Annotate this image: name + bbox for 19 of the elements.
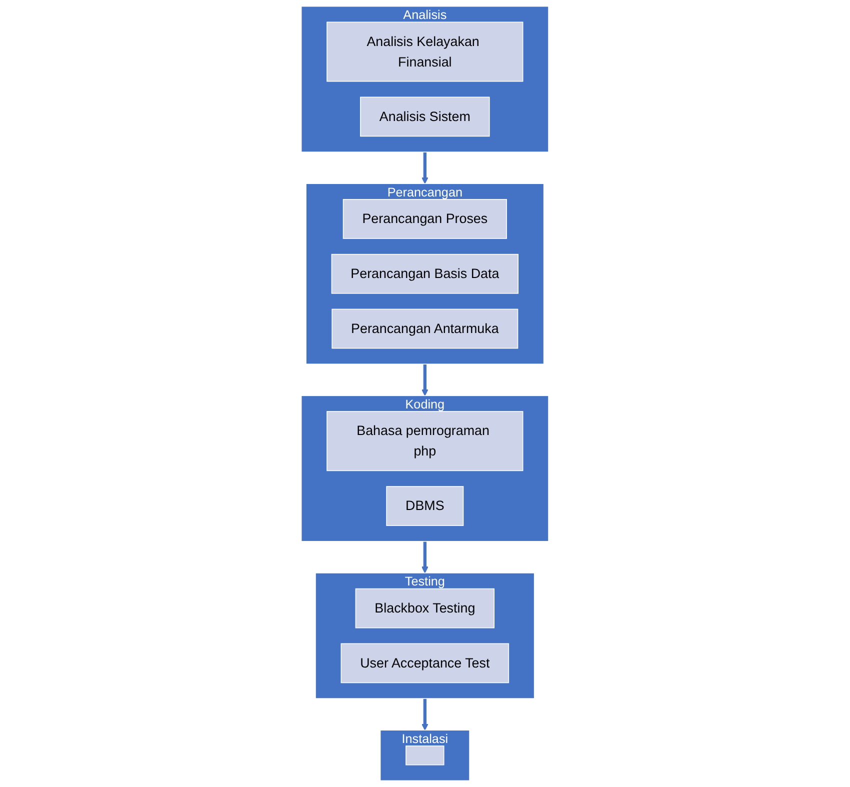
stage-title: Instalasi <box>402 732 448 746</box>
arrow <box>422 698 428 730</box>
process-box: User Acceptance Test <box>340 643 510 684</box>
arrow <box>422 541 428 574</box>
process-box <box>406 746 444 766</box>
process-box: Perancangan Proses <box>342 199 508 239</box>
arrow <box>422 152 428 184</box>
process-box: Blackbox Testing <box>355 588 495 628</box>
process-box: Bahasa pemrograman php <box>326 411 524 472</box>
stage-title: Analisis <box>403 8 447 22</box>
arrow <box>422 364 428 396</box>
process-box: Perancangan Basis Data <box>331 254 519 294</box>
process-box: DBMS <box>386 486 464 526</box>
process-box: Analisis Kelayakan Finansial <box>326 22 524 82</box>
process-box: Analisis Sistem <box>360 96 490 137</box>
stage-title: Perancangan <box>387 186 463 200</box>
stage-title: Testing <box>404 575 446 589</box>
stage-title: Koding <box>405 398 445 412</box>
process-box: Perancangan Antarmuka <box>332 308 518 349</box>
